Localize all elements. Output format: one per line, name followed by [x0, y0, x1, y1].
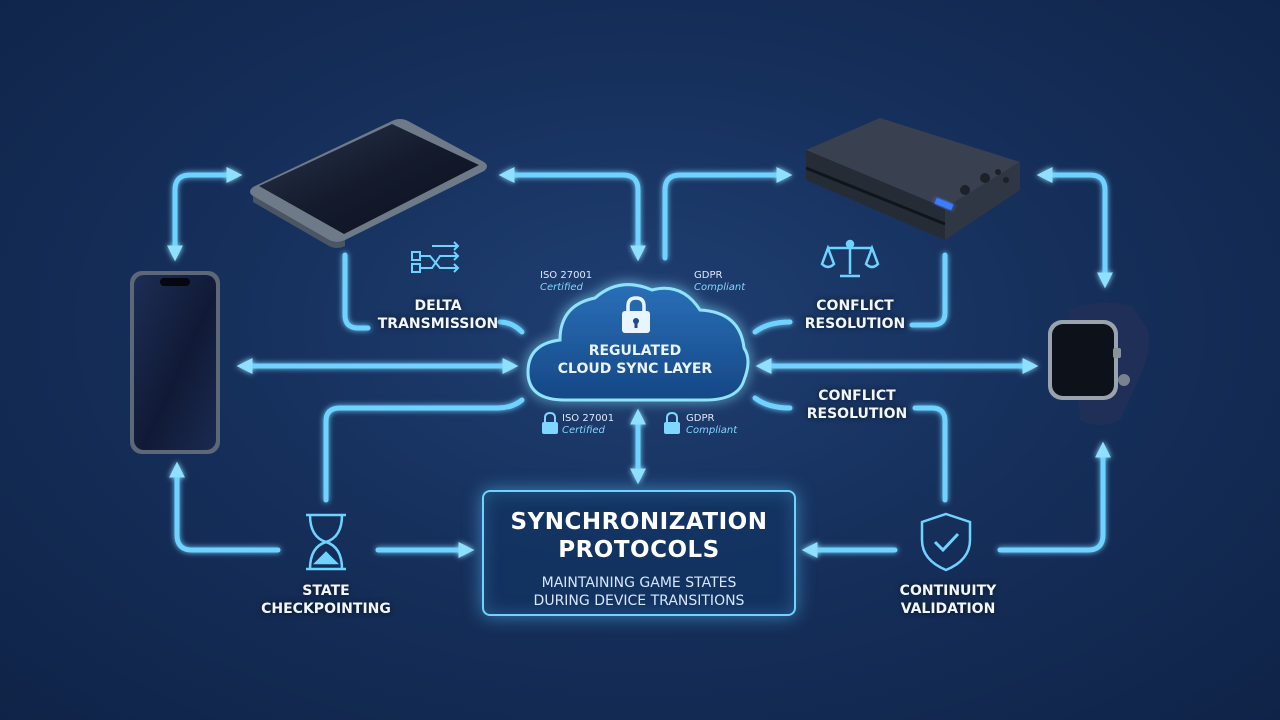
flow-phone-state: [168, 461, 281, 553]
smartwatch-icon: [1048, 302, 1149, 425]
flow-tablet-delta: [342, 252, 371, 331]
flow-console-conflict: [909, 252, 948, 328]
branching-arrows-icon: [411, 241, 460, 273]
badge-iso-bottom-name: ISO 27001: [562, 413, 615, 424]
protocols-subtitle-line2: DURING DEVICE TRANSITIONS: [533, 593, 745, 609]
badge-gdpr-bottom-status: Compliant: [686, 425, 738, 436]
flow-console-watch: [1036, 166, 1114, 289]
scales-icon: [820, 239, 880, 278]
flow-cloud-tablet: [498, 166, 647, 262]
smartphone-icon: [130, 271, 220, 454]
cloud-title-line1: REGULATED: [588, 343, 682, 359]
flow-delta-cloud: [497, 319, 525, 335]
flow-continuity-watch: [997, 441, 1112, 553]
protocols-title-line2: PROTOCOLS: [558, 537, 720, 563]
flow-cloud-console: [662, 166, 793, 261]
badge-iso-top: ISO 27001 Certified: [540, 270, 592, 294]
hourglass-icon: [306, 513, 346, 571]
badge-iso-bottom: ISO 27001 Certified: [562, 413, 614, 437]
node-state-line1: STATE: [302, 583, 350, 599]
node-conflict-top-line1: CONFLICT: [816, 298, 894, 314]
flow-phone-tablet: [166, 166, 243, 262]
tablet-icon: [250, 119, 487, 248]
node-continuity-validation: CONTINUITY VALIDATION: [878, 582, 1018, 618]
node-continuity-line2: VALIDATION: [900, 601, 996, 617]
node-delta-line2: TRANSMISSION: [377, 316, 499, 332]
badge-gdpr-top-status: Compliant: [694, 282, 746, 293]
node-conflict-mid-line1: CONFLICT: [818, 388, 896, 404]
node-conflict-mid-line2: RESOLUTION: [806, 406, 908, 422]
shield-check-icon: [920, 512, 972, 572]
node-state-checkpointing: STATE CHECKPOINTING: [256, 582, 396, 618]
flow-conflict-continuity: [912, 405, 948, 503]
padlock-badge-icon-left: [542, 411, 558, 434]
padlock-icon: [622, 296, 650, 333]
node-state-line2: CHECKPOINTING: [261, 601, 391, 617]
badge-iso-top-name: ISO 27001: [540, 270, 593, 281]
badge-gdpr-top-name: GDPR: [694, 270, 723, 281]
flow-conflict-cloud: [752, 319, 793, 335]
node-conflict-top-line2: RESOLUTION: [804, 316, 906, 332]
synchronization-protocols-box: SYNCHRONIZATION PROTOCOLS MAINTAINING GA…: [482, 490, 796, 616]
flow-cloud-conflict-mid: [752, 395, 793, 411]
badge-gdpr-top: GDPR Compliant: [694, 270, 745, 294]
cloud-title-line2: CLOUD SYNC LAYER: [557, 361, 713, 377]
cloud-title: REGULATED CLOUD SYNC LAYER: [530, 342, 740, 378]
badge-gdpr-bottom: GDPR Compliant: [686, 413, 737, 437]
node-conflict-resolution-mid: CONFLICT RESOLUTION: [792, 387, 922, 423]
padlock-badge-icon-right: [664, 411, 680, 434]
node-delta-transmission: DELTA TRANSMISSION: [368, 297, 508, 333]
flow-lines: [166, 166, 1114, 559]
cloud-sync-layer: [526, 283, 750, 402]
flow-cloud-state: [323, 397, 525, 503]
protocols-title-line1: SYNCHRONIZATION: [510, 509, 768, 535]
badge-iso-top-status: Certified: [540, 282, 583, 293]
protocols-subtitle-line1: MAINTAINING GAME STATES: [541, 575, 737, 591]
node-delta-line1: DELTA: [414, 298, 462, 314]
badge-iso-bottom-status: Certified: [562, 425, 605, 436]
node-continuity-line1: CONTINUITY: [899, 583, 997, 599]
badge-gdpr-bottom-name: GDPR: [686, 413, 715, 424]
game-console-icon: [805, 118, 1020, 240]
node-conflict-resolution-top: CONFLICT RESOLUTION: [790, 297, 920, 333]
